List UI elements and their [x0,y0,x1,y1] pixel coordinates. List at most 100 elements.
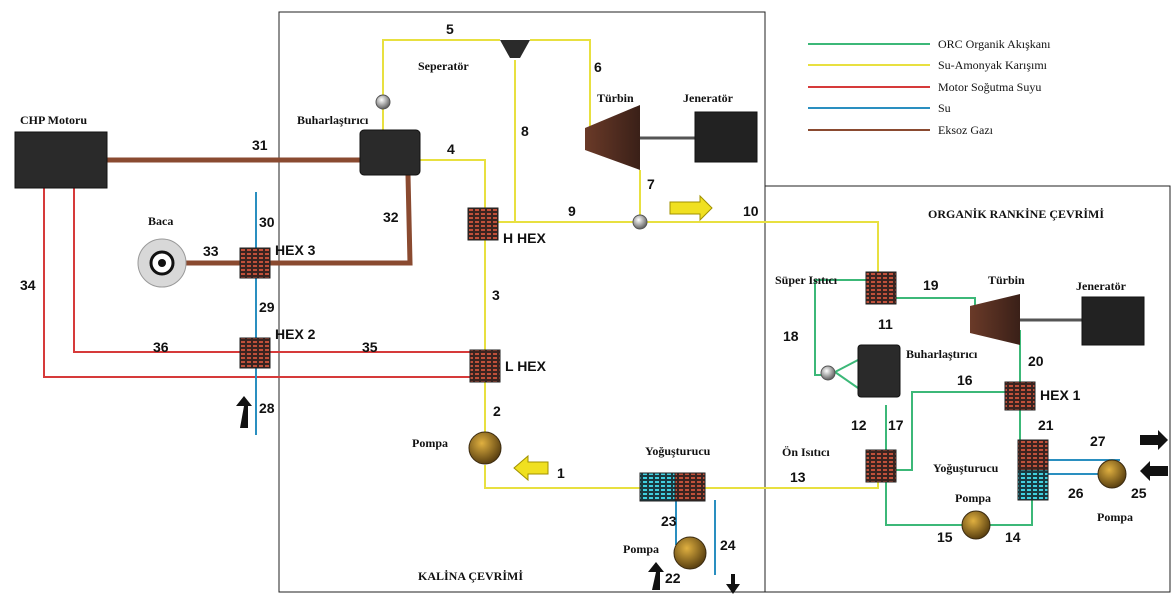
legend-water: Su [938,101,951,115]
kalina-generator [694,111,758,163]
state-20: 20 [1028,353,1044,369]
state-18: 18 [783,328,799,344]
orc-pump [961,510,991,540]
kalina-evaporator [359,129,421,176]
preheater [865,449,897,483]
label-orc-generator: Jeneratör [1076,279,1127,293]
state-1: 1 [557,465,565,481]
orc-cooling-pump [1097,459,1127,489]
label-orc-pump: Pompa [955,491,991,505]
state-34: 34 [20,277,36,293]
state-14: 14 [1005,529,1021,545]
state-10: 10 [743,203,759,219]
legend-cooling-water: Motor Soğutma Suyu [938,80,1041,94]
kalina-mixing-valve [375,94,391,110]
state-6: 6 [594,59,602,75]
kalina-region-label: KALİNA ÇEVRİMİ [418,569,523,583]
state-25: 25 [1131,485,1147,501]
legend-orc: ORC Organik Akışkanı [938,37,1051,51]
label-kalina-pump: Pompa [412,436,448,450]
state-27: 27 [1090,433,1106,449]
orc-turbine [970,294,1020,345]
label-hex-1: HEX 1 [1040,387,1081,403]
kalina-pump [468,431,502,465]
label-kalina-turbine: Türbin [597,91,634,105]
label-kalina-evaporator: Buharlaştırıcı [297,113,369,127]
state-19: 19 [923,277,939,293]
orc-cycle-box [764,185,1171,593]
label-superheater: Süper Isıtıcı [775,273,838,287]
label-kalina-generator: Jeneratör [683,91,734,105]
label-cooling-pump-kalina: Pompa [623,542,659,556]
exhaust-lines [107,157,413,266]
label-orc-condenser: Yoğuşturucu [933,461,999,475]
state-33: 33 [203,243,219,259]
kalina-condenser-hot [674,472,706,502]
flow-arrows [236,194,1168,594]
water-lines [255,192,1120,575]
kalina-turbine [585,105,640,170]
label-orc-cooling-pump: Pompa [1097,510,1133,524]
orc-evaporator [857,344,901,398]
label-kalina-condenser: Yoğuşturucu [645,444,711,458]
label-h-hex: H HEX [503,230,546,246]
state-2: 2 [493,403,501,419]
label-chp-engine: CHP Motoru [20,113,87,127]
cooling-pump-kalina [673,536,707,570]
legend: ORC Organik Akışkanı Su-Amonyak Karışımı… [808,37,1051,137]
label-l-hex: L HEX [505,358,547,374]
kalina-valve [632,214,648,230]
state-21: 21 [1038,417,1054,433]
hex-1 [1004,381,1036,411]
state-9: 9 [568,203,576,219]
state-30: 30 [259,214,275,230]
state-26: 26 [1068,485,1084,501]
state-4: 4 [447,141,455,157]
label-chimney: Baca [148,214,173,228]
state-12: 12 [851,417,867,433]
chp-engine [14,131,108,189]
orc-condenser-cold [1017,469,1049,501]
state-31: 31 [252,137,268,153]
label-preheater: Ön Isıtıcı [782,445,830,459]
legend-exhaust: Eksoz Gazı [938,123,994,137]
state-24: 24 [720,537,736,553]
state-numbers: 1 2 3 4 5 6 7 8 9 10 11 12 13 14 15 16 1… [20,21,1147,586]
label-hex-3: HEX 3 [275,242,316,258]
state-16: 16 [957,372,973,388]
cooling-water-lines [43,188,470,378]
l-hex [469,349,501,383]
hex-2 [239,337,271,369]
label-hex-2: HEX 2 [275,326,316,342]
state-13: 13 [790,469,806,485]
state-8: 8 [521,123,529,139]
superheater [865,271,897,305]
label-orc-turbine: Türbin [988,273,1025,287]
state-32: 32 [383,209,399,225]
label-orc-evaporator: Buharlaştırıcı [906,347,978,361]
state-5: 5 [446,21,454,37]
kalina-condenser-cold [639,472,676,502]
state-29: 29 [259,299,275,315]
h-hex [467,207,499,241]
state-22: 22 [665,570,681,586]
orc-generator [1081,296,1145,346]
label-separator: Seperatör [418,59,469,73]
orc-fluid-lines [814,279,1033,526]
orc-region-label: ORGANİK RANKİNE ÇEVRİMİ [928,207,1104,221]
state-7: 7 [647,176,655,192]
separator [500,40,530,58]
state-36: 36 [153,339,169,355]
orc-valve [820,365,836,381]
state-23: 23 [661,513,677,529]
orc-condenser-hot [1017,439,1049,471]
state-3: 3 [492,287,500,303]
ammonia-water-lines [382,39,879,489]
chimney [137,238,187,288]
state-28: 28 [259,400,275,416]
legend-ammonia-water: Su-Amonyak Karışımı [938,58,1048,72]
state-35: 35 [362,339,378,355]
state-11: 11 [878,316,893,332]
